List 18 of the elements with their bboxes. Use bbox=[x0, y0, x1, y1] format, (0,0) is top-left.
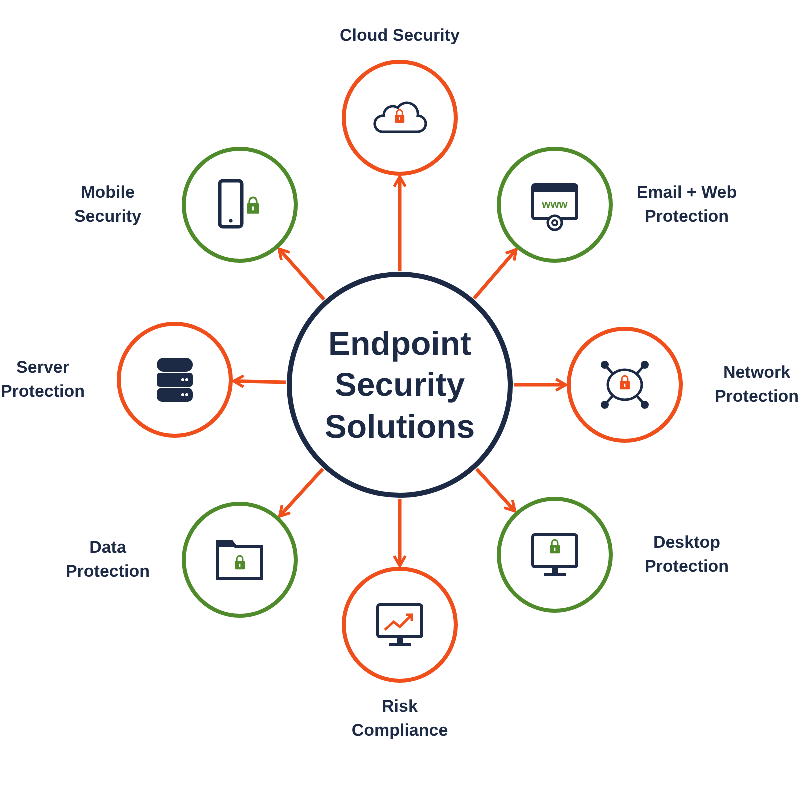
arrow bbox=[278, 248, 326, 301]
arrow bbox=[473, 248, 518, 300]
arrow bbox=[278, 468, 324, 518]
arrow bbox=[393, 176, 407, 271]
arrow bbox=[393, 499, 407, 568]
category-label: Data Protection bbox=[64, 537, 152, 583]
category-label: Network Protection bbox=[714, 362, 800, 408]
hub-title: Endpoint Security Solutions bbox=[324, 324, 476, 447]
category-label: Cloud Security bbox=[340, 25, 460, 48]
icon-caption: www bbox=[542, 199, 568, 211]
arrow bbox=[514, 378, 568, 392]
category-label: Email + Web Protection bbox=[636, 182, 738, 228]
category-label: Mobile Security bbox=[73, 182, 143, 228]
category-label: Server Protection bbox=[0, 357, 86, 403]
arrow bbox=[476, 468, 517, 513]
arrow bbox=[232, 374, 286, 389]
category-label: Desktop Protection bbox=[644, 532, 730, 578]
category-label: Risk Compliance bbox=[350, 696, 450, 742]
